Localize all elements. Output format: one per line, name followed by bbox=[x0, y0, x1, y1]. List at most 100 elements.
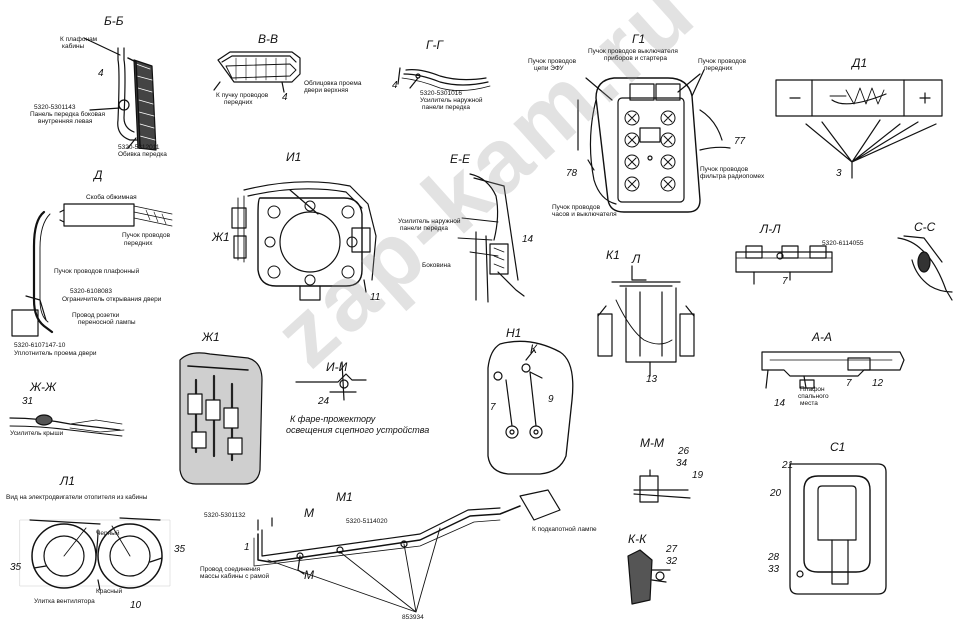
callout-11: 11 bbox=[370, 292, 381, 303]
section-title-g1: Г1 bbox=[632, 32, 646, 46]
label-l1-krasnyy: Красный bbox=[96, 588, 123, 595]
section-title-zhzh: Ж-Ж bbox=[30, 380, 57, 394]
note-ii-2: освещения сцепного устройства bbox=[286, 425, 430, 435]
label-zhzh-usil: Усилитель крыши bbox=[10, 430, 64, 437]
note-ii-1: К фаре-прожектору bbox=[290, 414, 376, 424]
label-bb-part2: 5320-5312011 bbox=[118, 144, 160, 151]
view-aa bbox=[761, 351, 905, 389]
label-m1-provod2: массы кабины с рамой bbox=[200, 573, 270, 580]
view-ee bbox=[457, 173, 525, 303]
label-vv-obl2: двери верхняя bbox=[304, 87, 349, 94]
label-kabiny: кабины bbox=[62, 43, 85, 50]
callout-19: 19 bbox=[692, 470, 704, 481]
label-g1-vykl1: Пучок проводов выключателя bbox=[588, 48, 678, 55]
section-title-i1: И1 bbox=[286, 150, 302, 164]
callout-26: 26 bbox=[678, 446, 690, 457]
view-bb bbox=[83, 37, 157, 151]
label-g1-efu2: цепи ЭФУ bbox=[534, 65, 564, 72]
callout-21: 21 bbox=[782, 460, 794, 471]
label-g1-chas1: Пучок проводов bbox=[552, 204, 601, 211]
section-title-aa: А-А bbox=[812, 330, 833, 344]
label-bb-obivka: Обивка передка bbox=[118, 151, 167, 158]
label-vv-puchok1: К пучку проводов bbox=[216, 92, 269, 99]
section-title-kk: К-К bbox=[628, 532, 647, 546]
callout-20: 20 bbox=[770, 488, 782, 499]
callout-13: 13 bbox=[646, 374, 658, 385]
callout-14-aa: 14 bbox=[774, 398, 786, 409]
label-m1-provod1: Провод соединения bbox=[200, 566, 261, 573]
section-title-d1: Д1 bbox=[852, 56, 868, 70]
callout-78: 78 bbox=[566, 168, 578, 179]
section-title-l: Л bbox=[632, 252, 641, 266]
section-title-mm: М-М bbox=[640, 436, 664, 450]
section-title-zh1: Ж1 bbox=[202, 330, 220, 344]
label-d-provod2: переносной лампы bbox=[78, 319, 136, 326]
label-bb-part: 5320-5301143 bbox=[34, 104, 76, 111]
label-d-upl: Уплотнитель проема двери bbox=[14, 350, 97, 357]
label-bb-panel2: внутренняя левая bbox=[38, 118, 93, 125]
view-kk bbox=[627, 549, 671, 605]
callout-35-right: 35 bbox=[174, 544, 186, 555]
section-title-l1: Л1 bbox=[60, 474, 75, 488]
view-gg bbox=[397, 67, 491, 91]
view-mm bbox=[633, 469, 691, 503]
callout-77: 77 bbox=[734, 136, 746, 147]
label-g1-fil1: Пучок проводов bbox=[700, 166, 749, 173]
label-g1-per1: Пучок проводов bbox=[698, 58, 747, 65]
label-d-plaf: Пучок проводов плафонный bbox=[54, 268, 140, 275]
label-d-part2: 5320-6107147-10 bbox=[14, 342, 66, 349]
label-ee-usil2: панели передка bbox=[400, 225, 448, 232]
view-d bbox=[11, 203, 173, 337]
section-title-m-top: М bbox=[304, 506, 314, 520]
label-d-part: 5320-6108083 bbox=[70, 288, 112, 295]
label-m1-code: 853934 bbox=[402, 614, 424, 621]
section-title-s1: С1 bbox=[830, 440, 846, 454]
label-m1-lampa: К подкапотной лампе bbox=[532, 526, 597, 533]
callout-27: 27 bbox=[666, 544, 678, 555]
view-l1 bbox=[19, 517, 171, 591]
view-vv bbox=[213, 51, 301, 93]
view-i1 bbox=[231, 181, 377, 301]
view-ll bbox=[735, 245, 833, 285]
label-aa-plafon2: спального bbox=[798, 393, 829, 400]
section-title-m1: М1 bbox=[336, 490, 353, 504]
label-d-ogr: Ограничитель открывания двери bbox=[62, 296, 162, 303]
section-title-ll: Л-Л bbox=[760, 222, 781, 236]
label-gg-usil1: Усилитель наружной bbox=[420, 97, 483, 104]
callout-7-aa: 7 bbox=[846, 378, 852, 389]
section-title-k-n1: К bbox=[530, 342, 538, 356]
callout-1: 1 bbox=[244, 542, 250, 553]
section-title-k1: К1 bbox=[606, 248, 620, 262]
callout-7-n1: 7 bbox=[490, 402, 496, 413]
callout-28: 28 bbox=[768, 552, 780, 563]
label-m1-part1: 5320-5301132 bbox=[204, 512, 246, 519]
callout-4-gg: 4 bbox=[392, 80, 398, 91]
view-d1 bbox=[775, 79, 943, 179]
section-title-bb: Б-Б bbox=[104, 14, 124, 28]
view-s1 bbox=[789, 463, 887, 595]
label-aa-plafon1: Плафон bbox=[800, 386, 825, 393]
section-title-ss: С-С bbox=[914, 220, 936, 234]
callout-32: 32 bbox=[666, 556, 678, 567]
label-l1-ulitka: Улитка вентилятора bbox=[34, 598, 95, 605]
label-vv-puchok2: передних bbox=[224, 99, 253, 106]
section-title-m-bottom: М bbox=[304, 568, 314, 582]
view-k1 bbox=[597, 265, 695, 377]
callout-10: 10 bbox=[130, 600, 142, 611]
callout-31: 31 bbox=[22, 396, 34, 407]
callout-4-bb: 4 bbox=[98, 68, 104, 79]
callout-14-ee: 14 bbox=[522, 234, 534, 245]
callout-34: 34 bbox=[676, 458, 688, 469]
label-g1-efu1: Пучок проводов bbox=[528, 58, 577, 65]
section-title-zh1b: Ж1 bbox=[212, 230, 230, 244]
label-d-per1: Пучок проводов bbox=[122, 232, 171, 239]
section-title-ee: Е-Е bbox=[450, 152, 471, 166]
section-title-gg: Г-Г bbox=[426, 38, 444, 52]
label-gg-usil2: панели передка bbox=[422, 104, 470, 111]
label-d-provod1: Провод розетки bbox=[72, 312, 120, 319]
view-g1 bbox=[577, 69, 731, 213]
label-l1-chernyy: Черный bbox=[96, 530, 120, 537]
label-d-per2: передних bbox=[124, 240, 153, 247]
section-title-vv: В-В bbox=[258, 32, 279, 46]
